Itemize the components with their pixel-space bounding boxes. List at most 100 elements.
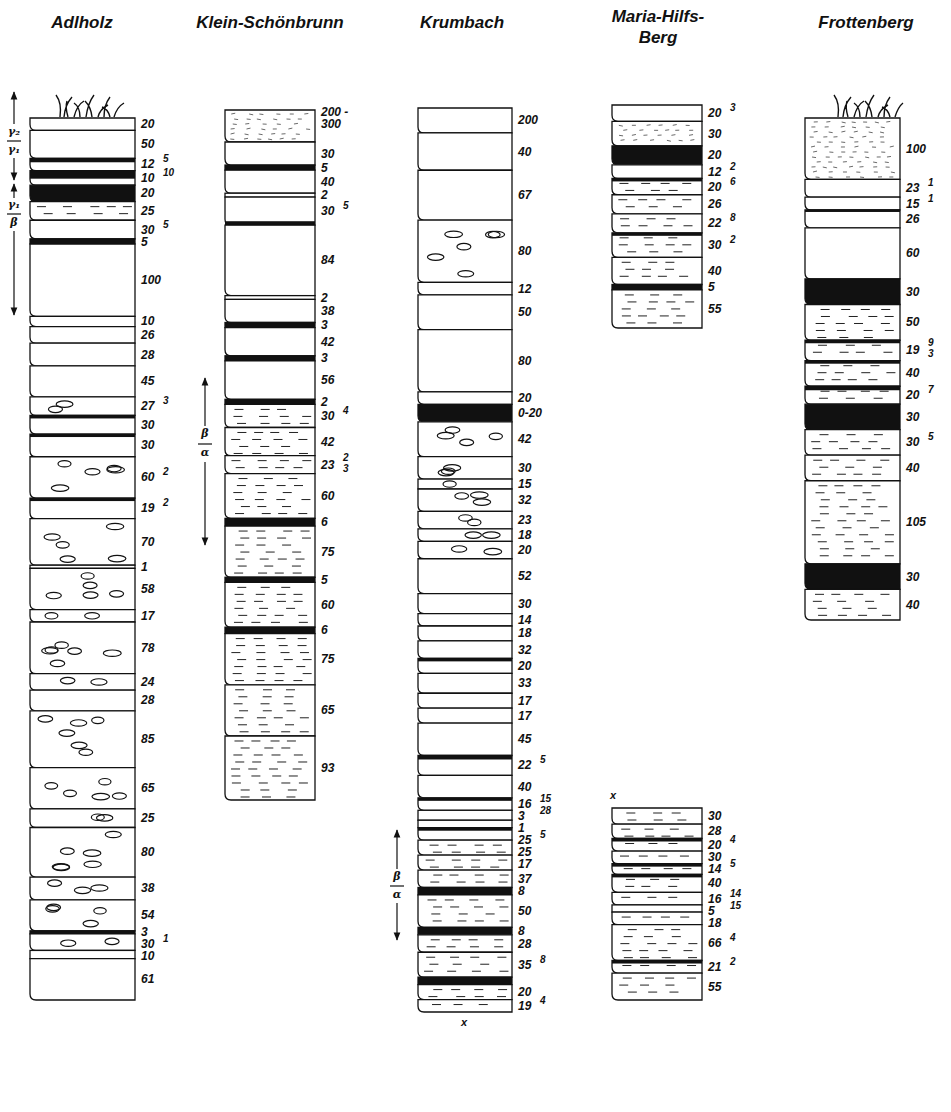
clay-hatch bbox=[862, 448, 871, 449]
clay-hatch bbox=[239, 710, 248, 711]
clay-hatch bbox=[298, 513, 307, 514]
zone-arrow bbox=[204, 378, 205, 426]
thickness-label: 3 bbox=[321, 319, 328, 331]
clay-hatch bbox=[457, 920, 466, 921]
clay-hatch bbox=[666, 244, 675, 245]
bed bbox=[418, 330, 512, 392]
black-band bbox=[418, 828, 512, 831]
thickness-label: 30 bbox=[906, 571, 919, 583]
clay-hatch bbox=[236, 467, 245, 468]
clay-hatch bbox=[266, 552, 275, 553]
clay-hatch bbox=[241, 789, 250, 790]
clay-hatch bbox=[622, 315, 631, 316]
clay-hatch bbox=[811, 441, 820, 442]
clay-hatch bbox=[647, 897, 656, 898]
index-number: 8 bbox=[730, 213, 736, 223]
pebble bbox=[99, 779, 111, 785]
thickness-label: 16 bbox=[708, 893, 721, 905]
pebble bbox=[74, 887, 90, 893]
silt-hatch bbox=[829, 177, 833, 178]
thickness-label: 40 bbox=[906, 367, 919, 379]
silt-hatch bbox=[843, 161, 847, 162]
thickness-label: 23 bbox=[906, 182, 919, 194]
clay-hatch bbox=[672, 813, 681, 814]
clay-hatch bbox=[94, 213, 103, 214]
thickness-label: 60 bbox=[321, 490, 334, 502]
thickness-label: 5 bbox=[708, 281, 715, 293]
silt-hatch bbox=[247, 119, 251, 120]
thickness-label: 26 bbox=[906, 213, 919, 225]
clay-hatch bbox=[620, 856, 629, 857]
clay-hatch bbox=[238, 615, 247, 616]
index-number: 4 bbox=[730, 835, 736, 845]
clay-hatch bbox=[673, 294, 682, 295]
thickness-label: 1 bbox=[518, 822, 525, 834]
clay-hatch bbox=[248, 768, 257, 769]
thickness-label: 30 bbox=[518, 462, 531, 474]
thickness-label: 20 bbox=[906, 389, 919, 401]
bed bbox=[418, 1000, 512, 1012]
clay-hatch bbox=[666, 301, 675, 302]
clay-hatch bbox=[294, 467, 303, 468]
clay-hatch bbox=[669, 190, 678, 191]
bed bbox=[30, 239, 135, 244]
silt-hatch bbox=[849, 166, 853, 168]
clay-hatch bbox=[433, 852, 442, 853]
silt-hatch bbox=[862, 136, 866, 138]
column-header: Maria-Hilfs- Berg bbox=[602, 6, 714, 48]
thickness-label: 23 bbox=[321, 459, 334, 471]
clay-hatch bbox=[850, 441, 859, 442]
silt-hatch bbox=[814, 121, 818, 122]
bed bbox=[418, 810, 512, 820]
clay-hatch bbox=[620, 218, 629, 219]
thickness-label: 54 bbox=[141, 909, 154, 921]
thickness-label: 20 bbox=[141, 187, 154, 199]
pebble bbox=[455, 493, 469, 499]
clay-hatch bbox=[821, 316, 830, 317]
clay-hatch bbox=[240, 731, 249, 732]
clay-hatch bbox=[254, 638, 263, 639]
clay-hatch bbox=[277, 601, 286, 602]
clay-hatch bbox=[235, 513, 244, 514]
index-number: 15 bbox=[540, 794, 551, 804]
index-number: 9 bbox=[928, 338, 934, 348]
clay-hatch bbox=[256, 652, 265, 653]
thickness-label: 42 bbox=[321, 336, 334, 348]
bed bbox=[225, 627, 315, 633]
clay-hatch bbox=[638, 315, 647, 316]
clay-hatch bbox=[625, 886, 634, 887]
bed bbox=[30, 185, 135, 202]
silt-hatch bbox=[857, 161, 861, 162]
clay-hatch bbox=[658, 950, 667, 951]
clay-hatch bbox=[237, 432, 246, 433]
thickness-label: 10 bbox=[141, 315, 154, 327]
clay-hatch bbox=[857, 520, 866, 521]
thickness-label: 38 bbox=[141, 882, 154, 894]
pebble bbox=[459, 515, 473, 521]
clay-hatch bbox=[453, 964, 462, 965]
clay-hatch bbox=[816, 527, 825, 528]
pebble bbox=[484, 548, 502, 554]
silt-hatch bbox=[623, 129, 627, 131]
silt-hatch bbox=[866, 127, 870, 128]
clay-hatch bbox=[469, 939, 478, 940]
pebble bbox=[92, 793, 110, 799]
thickness-label: 52 bbox=[518, 570, 531, 582]
bed bbox=[418, 108, 512, 133]
clay-hatch bbox=[658, 856, 667, 857]
clay-hatch bbox=[286, 796, 295, 797]
clay-hatch bbox=[819, 398, 828, 399]
clay-hatch bbox=[237, 587, 246, 588]
silt-hatch bbox=[878, 176, 882, 177]
clay-hatch bbox=[270, 432, 279, 433]
clay-hatch bbox=[430, 882, 439, 883]
silt-hatch bbox=[261, 129, 265, 131]
bed bbox=[418, 404, 512, 421]
clay-hatch bbox=[885, 330, 894, 331]
silt-hatch bbox=[841, 146, 845, 147]
clay-hatch bbox=[237, 601, 246, 602]
clay-hatch bbox=[870, 365, 879, 366]
pebble bbox=[457, 243, 471, 249]
bed bbox=[612, 214, 702, 233]
